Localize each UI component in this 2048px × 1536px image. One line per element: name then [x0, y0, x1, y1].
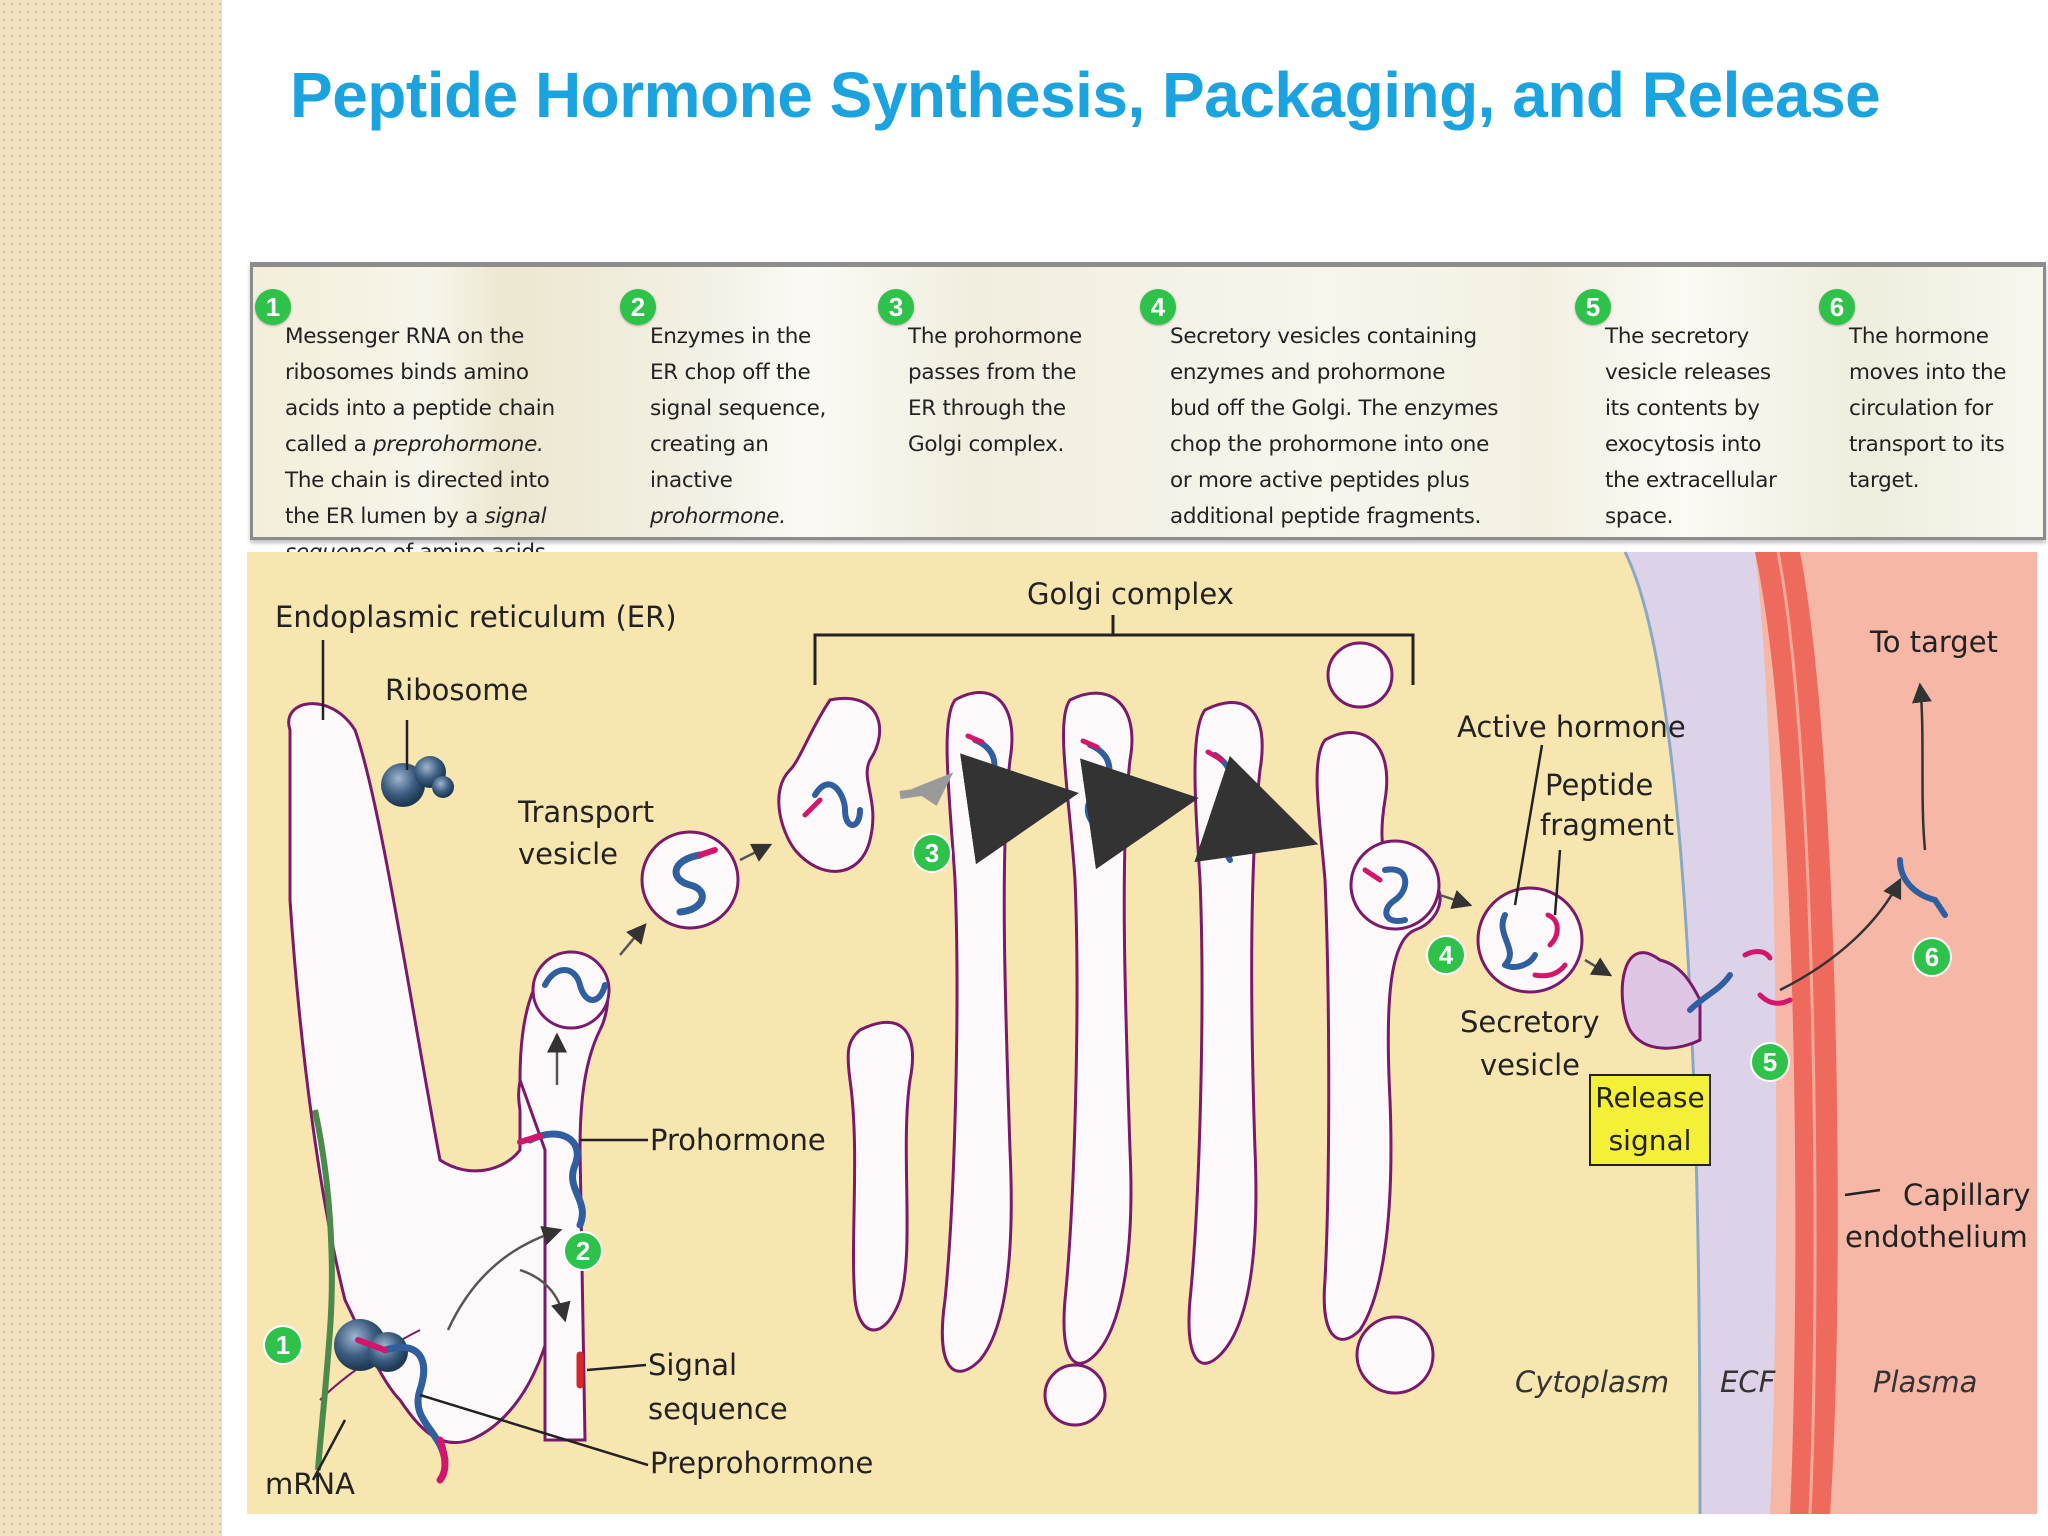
svg-text:2: 2 — [576, 1236, 590, 1266]
diagram-badge-6: 6 — [1912, 937, 1952, 977]
label-cytoplasm: Cytoplasm — [1515, 1365, 1669, 1399]
release-signal-box — [1589, 1074, 1711, 1166]
hormone-in-plasma — [1897, 857, 1948, 918]
prohormone-chain — [526, 1130, 586, 1229]
mrna-strand — [312, 1109, 335, 1471]
label-preprohormone: Preprohormone — [650, 1446, 873, 1480]
side-pattern — [0, 0, 222, 1536]
label-secretory-vesicle-1: Secretory — [1460, 1005, 1600, 1039]
golgi-vesicle-bottom-right — [1355, 1315, 1435, 1395]
step-badge-4: 4 — [1140, 289, 1176, 325]
label-mrna: mRNA — [265, 1467, 355, 1501]
label-to-target: To target — [1869, 625, 1998, 659]
svg-text:1: 1 — [276, 1330, 290, 1360]
step-badge-6: 6 — [1819, 289, 1855, 325]
label-peptide-fragment-2: fragment — [1540, 808, 1674, 842]
step-badge-3: 3 — [878, 289, 914, 325]
svg-text:3: 3 — [925, 838, 939, 868]
label-secretory-vesicle-2: vesicle — [1480, 1048, 1580, 1082]
label-signal-sequence-1: Signal — [648, 1348, 737, 1382]
diagram-badge-3: 3 — [912, 833, 952, 873]
capillary-wall — [1755, 552, 1838, 1514]
label-plasma: Plasma — [1873, 1365, 1977, 1399]
label-transport-vesicle-2: vesicle — [518, 837, 618, 871]
diagram-badge-4: 4 — [1426, 935, 1466, 975]
label-golgi: Golgi complex — [1027, 577, 1234, 611]
label-capillary-1: Capillary — [1903, 1178, 2030, 1212]
ribosome-icon — [381, 756, 454, 807]
golgi-cisterna-lower — [846, 1020, 915, 1332]
label-transport-vesicle-1: Transport — [517, 795, 654, 829]
diagram-badge-5: 5 — [1750, 1042, 1790, 1082]
transport-vesicle — [640, 830, 740, 930]
label-signal-sequence-2: sequence — [648, 1392, 788, 1426]
step-badge-2: 2 — [620, 289, 656, 325]
golgi-vesicle-bottom-left — [1043, 1363, 1107, 1427]
preprohormone-chain — [381, 1343, 449, 1464]
svg-text:4: 4 — [1439, 940, 1454, 970]
budding-secretory-vesicle — [1349, 839, 1441, 931]
label-active-hormone: Active hormone — [1457, 710, 1686, 744]
label-peptide-fragment-1: Peptide — [1545, 768, 1653, 802]
svg-text:5: 5 — [1763, 1047, 1777, 1077]
label-release-signal-1: Release — [1595, 1081, 1704, 1114]
step-badge-1: 1 — [255, 289, 291, 325]
svg-text:6: 6 — [1925, 942, 1939, 972]
label-release-signal-2: signal — [1609, 1124, 1692, 1157]
label-er: Endoplasmic reticulum (ER) — [275, 600, 677, 634]
label-prohormone: Prohormone — [650, 1123, 826, 1157]
label-ribosome: Ribosome — [385, 673, 528, 707]
er-bud-vesicle — [531, 950, 611, 1030]
label-ecf: ECF — [1720, 1365, 1777, 1399]
step-badge-5: 5 — [1575, 289, 1611, 325]
diagram-badge-2: 2 — [563, 1231, 603, 1271]
diagram-badge-1: 1 — [263, 1325, 303, 1365]
golgi-vesicle-top — [1326, 641, 1394, 709]
secretory-vesicle — [1476, 886, 1584, 994]
exocytosis-vesicle — [1620, 951, 1702, 1050]
label-capillary-2: endothelium — [1845, 1220, 2028, 1254]
page-title: Peptide Hormone Synthesis, Packaging, an… — [290, 59, 1881, 131]
